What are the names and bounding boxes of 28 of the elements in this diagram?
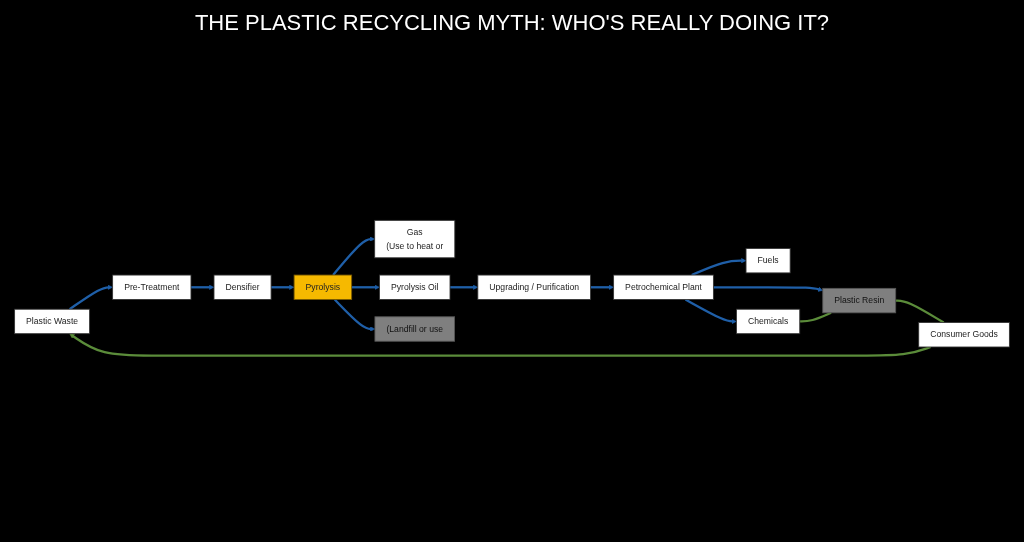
arrow: [271, 284, 295, 290]
arrow: [691, 258, 747, 277]
node-box: Chemicals: [736, 308, 801, 335]
node-box: Petrochemical Plant: [613, 274, 714, 300]
node-box: Gas (Use to heat or: [374, 219, 456, 259]
node-box: Pyrolysis Oil: [379, 274, 451, 300]
node-box: Consumer Goods: [918, 322, 1010, 348]
node-box: Plastic Resin: [822, 287, 897, 314]
arrow: [69, 333, 932, 357]
node-box: Fuels: [745, 248, 791, 274]
arrow: [190, 284, 215, 290]
node-box: Plastic Waste: [14, 308, 91, 335]
node-box: Upgrading / Purification: [477, 274, 591, 300]
title: THE PLASTIC RECYCLING MYTH: WHO'S REALLY DOING IT?: [194, 10, 830, 36]
connector: [895, 299, 945, 324]
arrow: [684, 298, 737, 324]
node-box: Densifier: [213, 274, 272, 300]
arrow: [450, 284, 479, 290]
connector: [799, 311, 832, 323]
arrow: [351, 284, 380, 290]
node-box: (Landfill or use: [374, 316, 455, 342]
arrow: [713, 286, 823, 292]
arrow: [333, 298, 376, 332]
arrow: [69, 284, 113, 311]
arrow: [332, 236, 375, 276]
arrow: [590, 284, 614, 290]
node-box: Pyrolysis: [293, 274, 353, 300]
node-box: Pre-Treatment: [112, 274, 192, 300]
